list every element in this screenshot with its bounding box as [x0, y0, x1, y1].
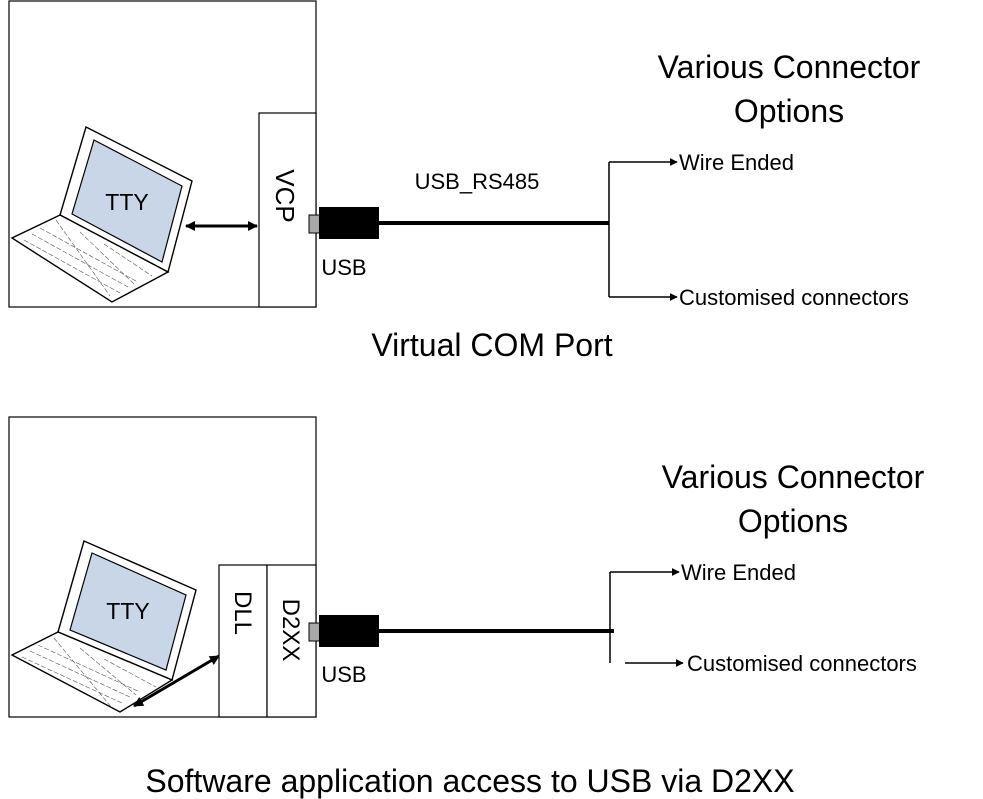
options-title-line1: Various Connector — [662, 459, 925, 495]
caption-d2xx: Software application access to USB via D… — [145, 763, 794, 799]
d2xx-box — [266, 564, 317, 718]
bidirectional-arrow — [133, 654, 220, 708]
option-customised-connectors: Customised connectors — [679, 285, 909, 310]
usb-label: USB — [321, 662, 366, 687]
d2xx-diagram: TTY DLL D2XX USB Various Connector Optio… — [8, 416, 925, 799]
usb-plug-tip — [308, 214, 321, 234]
options-title-line2: Options — [738, 503, 848, 539]
option-wire-ended: Wire Ended — [681, 560, 796, 585]
vcp-label: VCP — [270, 169, 300, 222]
options-title-line2: Options — [734, 93, 844, 129]
vcp-diagram: TTY VCP USB USB_RS485 Various Connector … — [8, 0, 921, 363]
caption-virtual-com-port: Virtual COM Port — [371, 327, 612, 363]
option-wire-ended: Wire Ended — [679, 150, 794, 175]
d2xx-label: D2XX — [277, 599, 304, 662]
option-customised-connectors: Customised connectors — [687, 651, 917, 676]
tty-label: TTY — [105, 189, 148, 215]
options-title-line1: Various Connector — [658, 49, 921, 85]
cable-label: USB_RS485 — [415, 169, 540, 194]
usb-label: USB — [321, 255, 366, 280]
vcp-driver-box — [258, 112, 317, 308]
usb-plug-tip — [308, 622, 321, 642]
usb-connector — [319, 207, 379, 239]
dll-label: DLL — [229, 591, 256, 635]
tty-label: TTY — [106, 598, 149, 624]
laptop-icon — [10, 125, 193, 303]
usb-connector — [319, 615, 379, 647]
dll-box — [218, 564, 268, 718]
